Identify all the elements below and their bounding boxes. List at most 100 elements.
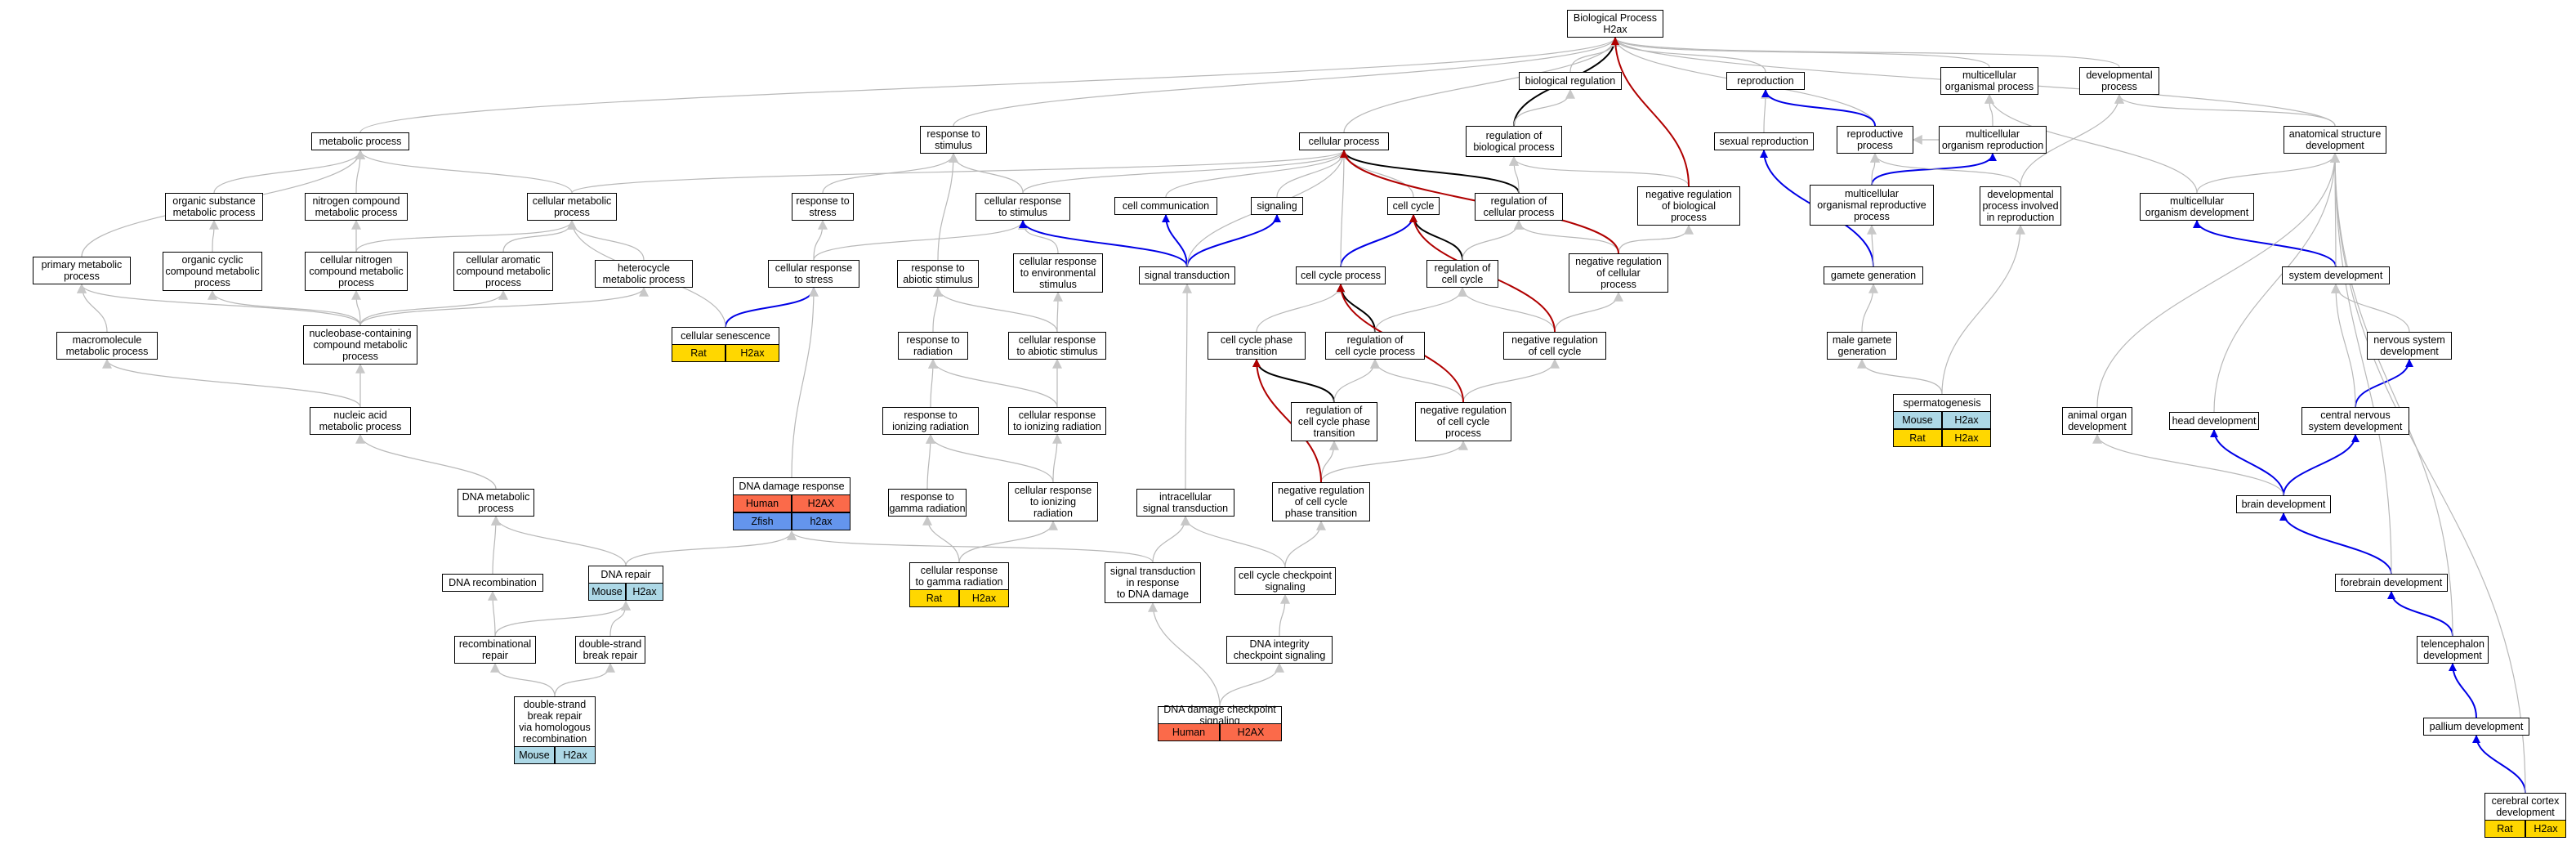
edge-rgr-to-rir	[925, 433, 935, 490]
go-term-rrad[interactable]: response to radiation	[898, 332, 968, 360]
go-term-devproc[interactable]: developmental process	[2079, 67, 2159, 95]
go-term-nbccmp[interactable]: nucleobase-containing compound metabolic…	[303, 325, 417, 365]
go-term-palld[interactable]: pallium development	[2423, 718, 2529, 736]
go-term-rgr[interactable]: response to gamma radiation	[888, 489, 967, 517]
go-term-regcp[interactable]: regulation of cellular process	[1475, 193, 1563, 221]
go-term-dnarep[interactable]: DNA repair	[588, 566, 663, 584]
go-term-recrep[interactable]: recombinational repair	[454, 636, 536, 664]
go-term-strdd[interactable]: signal transduction in response to DNA d…	[1105, 562, 1201, 603]
go-term-mcorep[interactable]: multicellular organism reproduction	[1939, 126, 2047, 154]
go-term-sysdev[interactable]: system development	[2282, 266, 2390, 284]
go-term-regcc[interactable]: regulation of cell cycle	[1426, 260, 1498, 288]
go-term-ddcs[interactable]: DNA damage checkpoint signaling	[1158, 704, 1282, 727]
go-term-ccpt[interactable]: cell cycle phase transition	[1208, 332, 1306, 360]
go-term-mcrp[interactable]: multicellular organismal reproductive pr…	[1810, 185, 1934, 226]
go-term-cellcycle[interactable]: cell cycle	[1387, 197, 1440, 215]
go-term-hmp[interactable]: heterocycle metabolic process	[595, 260, 693, 288]
go-term-dsbr[interactable]: double-strand break repair	[575, 636, 645, 664]
go-term-mgg[interactable]: male gamete generation	[1827, 332, 1897, 360]
edge-nrbp-to-regbp	[1509, 155, 1690, 187]
go-term-osmp[interactable]: organic substance metabolic process	[165, 193, 263, 221]
go-term-fbd[interactable]: forebrain development	[2335, 574, 2448, 592]
annotation-dnadr-species: Zfish	[733, 512, 792, 530]
edge-asd-to-devproc	[2114, 93, 2336, 127]
edge-crs-to-respstim	[949, 152, 1024, 194]
edge-sigtrans-to-crs	[1019, 220, 1188, 267]
go-term-cellcomm[interactable]: cell communication	[1114, 197, 1217, 215]
go-term-dnarec[interactable]: DNA recombination	[442, 574, 543, 592]
go-term-sigtrans[interactable]: signal transduction	[1139, 266, 1235, 284]
go-term-pmp[interactable]: primary metabolic process	[33, 257, 131, 284]
go-term-cmp[interactable]: cellular metabolic process	[527, 193, 617, 221]
go-term-dpir[interactable]: developmental process involved in reprod…	[1980, 186, 2061, 226]
go-term-aod[interactable]: animal organ development	[2062, 407, 2132, 435]
go-term-rccpt[interactable]: regulation of cell cycle phase transitio…	[1291, 402, 1377, 441]
go-term-mcod[interactable]: multicellular organism development	[2140, 193, 2254, 221]
annotation-ccd-gene: H2ax	[2525, 820, 2566, 838]
go-term-reprop[interactable]: reproductive process	[1837, 126, 1913, 154]
go-term-dsbrhr[interactable]: double-strand break repair via homologou…	[514, 696, 596, 747]
go-term-occmp[interactable]: organic cyclic compound metabolic proces…	[163, 252, 262, 291]
go-term-rir[interactable]: response to ionizing radiation	[882, 407, 979, 435]
go-term-cri[interactable]: cellular response to ionizing radiation	[1008, 482, 1098, 521]
edge-crstress-to-respstress	[813, 219, 828, 261]
edge-mgg-to-gamgen	[1861, 283, 1878, 333]
go-term-signaling[interactable]: signaling	[1251, 197, 1303, 215]
go-term-crabs[interactable]: cellular response to abiotic stimulus	[1008, 332, 1106, 360]
edge-hmp-to-cmp	[567, 219, 645, 261]
go-term-crir[interactable]: cellular response to ionizing radiation	[1008, 407, 1106, 435]
go-term-cncmp[interactable]: cellular nitrogen compound metabolic pro…	[305, 252, 408, 291]
go-term-mcop[interactable]: multicellular organismal process	[1940, 67, 2038, 95]
go-term-nsd[interactable]: nervous system development	[2367, 332, 2452, 360]
go-term-cacmp[interactable]: cellular aromatic compound metabolic pro…	[453, 252, 553, 291]
edge-nrcc-to-regcc	[1458, 286, 1556, 333]
go-term-sexrep[interactable]: sexual reproduction	[1714, 132, 1814, 150]
edge-dnamp-to-nament	[355, 433, 497, 490]
go-term-headdev[interactable]: head development	[2169, 412, 2259, 430]
go-term-crstress[interactable]: cellular response to stress	[768, 260, 859, 288]
go-term-cccs[interactable]: cell cycle checkpoint signaling	[1234, 567, 1336, 595]
go-term-respstress[interactable]: response to stress	[792, 193, 854, 221]
go-term-dnaics[interactable]: DNA integrity checkpoint signaling	[1226, 636, 1333, 664]
go-term-mmp[interactable]: macromolecule metabolic process	[56, 332, 158, 360]
edge-cncmp-to-cmp	[355, 219, 577, 253]
go-term-nament[interactable]: nucleic acid metabolic process	[310, 407, 411, 435]
go-term-cellproc[interactable]: cellular process	[1299, 132, 1389, 150]
go-term-cellsen[interactable]: cellular senescence	[672, 327, 779, 345]
go-term-ist[interactable]: intracellular signal transduction	[1136, 489, 1234, 517]
go-term-asd[interactable]: anatomical structure development	[2284, 126, 2386, 154]
go-term-ccproc[interactable]: cell cycle process	[1296, 266, 1386, 284]
go-term-crgr[interactable]: cellular response to gamma radiation	[909, 562, 1009, 590]
edge-nbccmp-to-pmp	[77, 283, 361, 326]
go-term-nrcc[interactable]: negative regulation of cell cycle	[1503, 332, 1606, 360]
go-term-nrccp[interactable]: negative regulation of cell cycle proces…	[1415, 402, 1511, 441]
go-term-ccd[interactable]: cerebral cortex development	[2484, 793, 2566, 821]
go-term-teld[interactable]: telencephalon development	[2417, 636, 2489, 664]
go-term-metab[interactable]: metabolic process	[311, 132, 409, 150]
go-term-cres[interactable]: cellular response to environmental stimu…	[1013, 253, 1103, 293]
go-term-regccp[interactable]: regulation of cell cycle process	[1325, 332, 1425, 360]
go-term-nrbp[interactable]: negative regulation of biological proces…	[1637, 186, 1740, 226]
go-term-nrccpt[interactable]: negative regulation of cell cycle phase …	[1272, 482, 1370, 521]
edge-mmp-to-pmp	[77, 283, 108, 333]
go-term-regbp[interactable]: regulation of biological process	[1466, 126, 1562, 157]
go-term-ras[interactable]: response to abiotic stimulus	[897, 260, 979, 288]
go-term-bp[interactable]: Biological Process H2ax	[1567, 10, 1663, 38]
go-term-dnamp[interactable]: DNA metabolic process	[458, 489, 534, 517]
go-term-dnadr[interactable]: DNA damage response	[733, 477, 850, 495]
go-term-crs[interactable]: cellular response to stimulus	[975, 193, 1070, 221]
edge-cccs-to-ist	[1181, 515, 1286, 568]
go-term-ncmp[interactable]: nitrogen compound metabolic process	[305, 193, 408, 221]
edge-reprop-to-repro	[1761, 89, 1876, 127]
go-term-cnsd[interactable]: central nervous system development	[2301, 407, 2409, 435]
go-term-respstim[interactable]: response to stimulus	[920, 126, 987, 154]
go-term-gamgen[interactable]: gamete generation	[1824, 266, 1923, 284]
go-term-braindev[interactable]: brain development	[2236, 495, 2331, 513]
edge-recrep-to-dnarec	[488, 590, 498, 637]
go-term-nrcp[interactable]: negative regulation of cellular process	[1569, 253, 1668, 293]
go-term-spermato[interactable]: spermatogenesis	[1893, 394, 1991, 412]
go-term-repro[interactable]: reproduction	[1726, 72, 1805, 90]
edge-fbd-to-braindev	[2279, 512, 2392, 575]
go-term-bioreg[interactable]: biological regulation	[1519, 72, 1622, 90]
edge-crir-to-rrad	[928, 358, 1058, 408]
